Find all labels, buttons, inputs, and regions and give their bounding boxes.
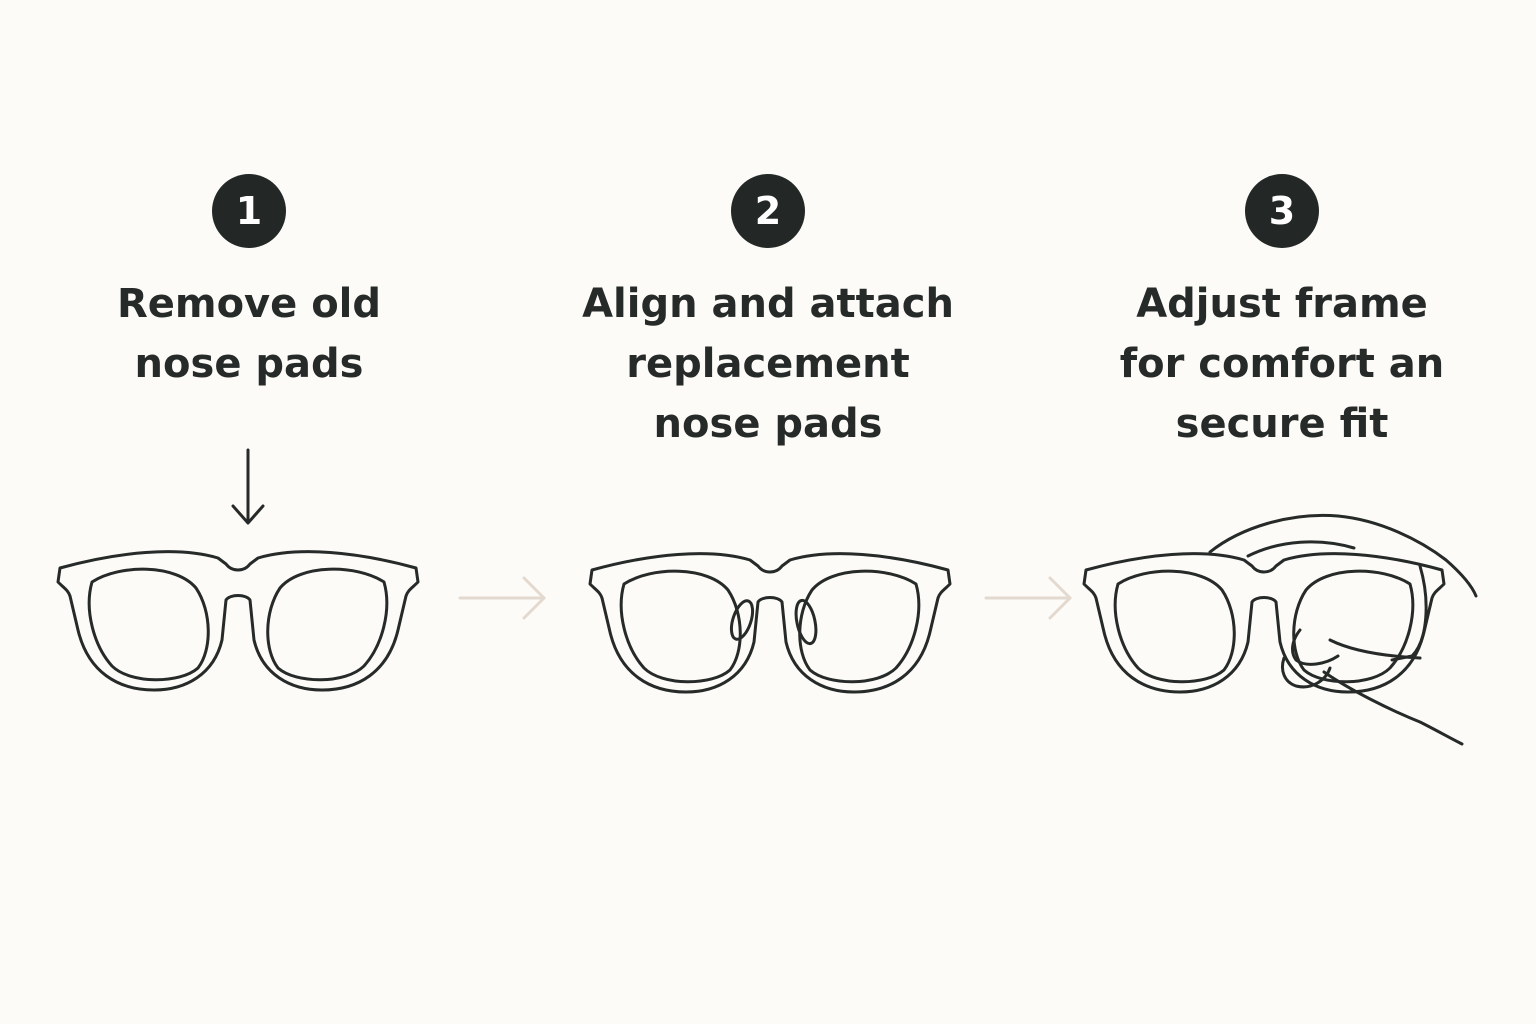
right-arrow-icon-2 [984,576,1072,620]
step-2: 2 Align and attach replacement nose pads [548,0,988,1024]
right-arrow-icon-1 [458,576,546,620]
step-2-number-badge: 2 [731,174,805,248]
step-2-caption: Align and attach replacement nose pads [582,281,954,447]
step-1-number-badge: 1 [212,174,286,248]
step-1-caption: Remove old nose pads [116,281,382,387]
step-3-caption: Adjust frame for comfort an secure fit [1119,281,1445,447]
step-1: 1 Remove old nose pads [29,0,469,1024]
step-3: 3 Adjust frame for comfort an secure fit [1062,0,1502,1024]
step-3-number-badge: 3 [1245,174,1319,248]
